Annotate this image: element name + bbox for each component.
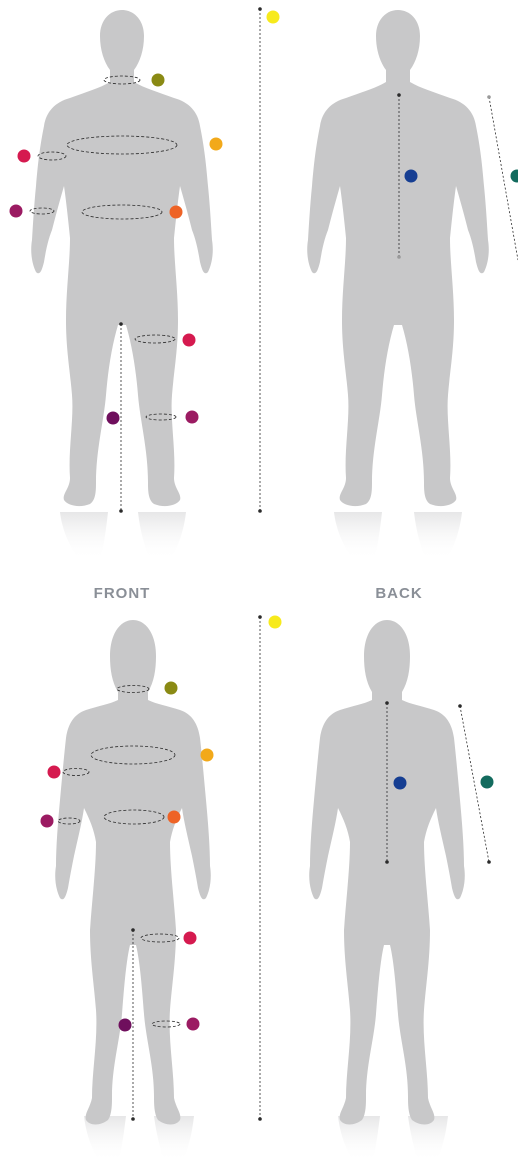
marker-forearm[interactable] — [10, 205, 23, 218]
marker-back-length[interactable] — [405, 170, 418, 183]
inseam-bottom-dot — [131, 1117, 135, 1121]
back-length-bottom-dot — [397, 255, 401, 259]
female-back-figure — [309, 620, 493, 1162]
back-length-bottom-dot — [385, 860, 389, 864]
marker-height[interactable] — [269, 616, 282, 629]
marker-neck[interactable] — [165, 682, 178, 695]
female-front-body — [55, 620, 211, 1125]
marker-shoulder[interactable] — [210, 138, 223, 151]
marker-thigh[interactable] — [184, 932, 197, 945]
male-front-reflection — [60, 512, 186, 560]
inseam-top-dot — [119, 322, 123, 326]
marker-waist[interactable] — [170, 206, 183, 219]
front-label: FRONT — [62, 585, 182, 602]
male-front-figure — [10, 7, 280, 560]
female-back-body — [309, 620, 465, 1125]
male-front-body — [31, 10, 213, 506]
marker-back-length[interactable] — [394, 777, 407, 790]
marker-neck[interactable] — [152, 74, 165, 87]
marker-chest-side[interactable] — [18, 150, 31, 163]
marker-chest-side[interactable] — [48, 766, 61, 779]
marker-inseam[interactable] — [119, 1019, 132, 1032]
sleeve-top-dot — [458, 704, 462, 708]
sleeve-bottom-dot — [487, 860, 491, 864]
sleeve-top-dot — [487, 95, 491, 99]
female-front-figure — [41, 615, 282, 1162]
height-bottom-dot — [258, 1117, 262, 1121]
height-bottom-dot — [258, 509, 262, 513]
marker-shoulder[interactable] — [201, 749, 214, 762]
marker-inseam[interactable] — [107, 412, 120, 425]
marker-waist[interactable] — [168, 811, 181, 824]
inseam-bottom-dot — [119, 509, 123, 513]
male-back-figure — [307, 10, 518, 560]
inseam-top-dot — [131, 928, 135, 932]
back-length-top-dot — [397, 93, 401, 97]
marker-sleeve[interactable] — [511, 170, 518, 183]
marker-sleeve[interactable] — [481, 776, 494, 789]
marker-thigh[interactable] — [183, 334, 196, 347]
marker-height[interactable] — [267, 11, 280, 24]
height-top-dot — [258, 615, 262, 619]
height-top-dot — [258, 7, 262, 11]
back-label: BACK — [339, 585, 459, 602]
back-length-top-dot — [385, 701, 389, 705]
marker-forearm[interactable] — [41, 815, 54, 828]
marker-calf[interactable] — [187, 1018, 200, 1031]
marker-calf[interactable] — [186, 411, 199, 424]
male-back-reflection — [334, 512, 462, 560]
